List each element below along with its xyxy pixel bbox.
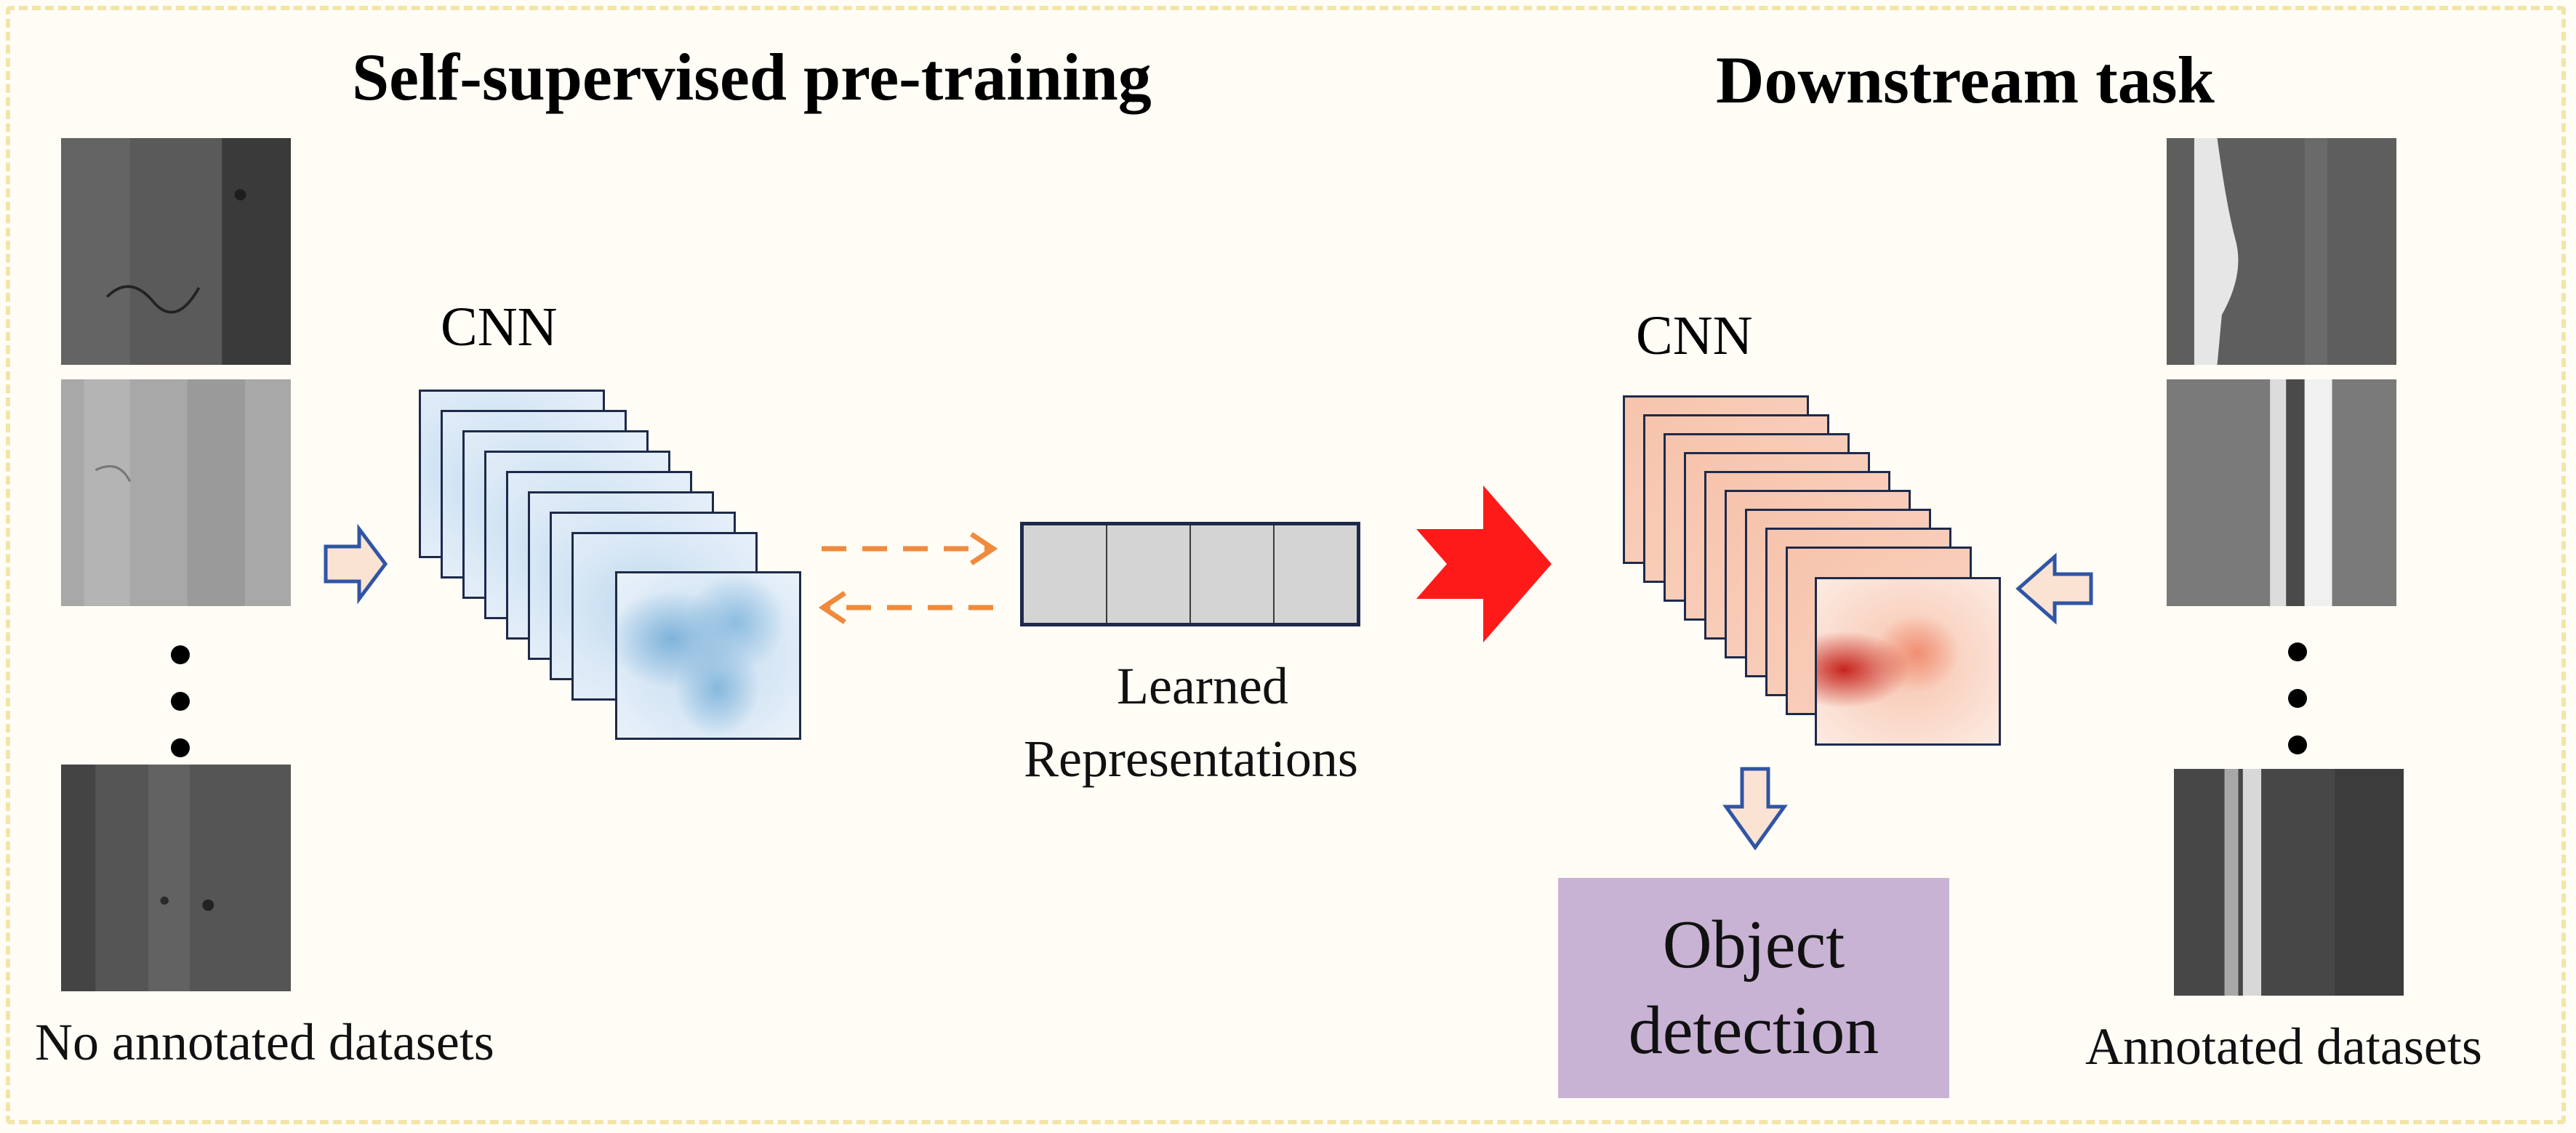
- input-block-arrow-right: [2015, 552, 2093, 625]
- object-detection-box: Object detection: [1558, 878, 1949, 1098]
- cnn-label-left: CNN: [441, 297, 558, 358]
- annotated-sample-3: [2174, 769, 2404, 996]
- detection-line2: detection: [1628, 992, 1879, 1068]
- no-annotated-datasets-label: No annotated datasets: [35, 1013, 494, 1071]
- unlabeled-sample-3: [61, 765, 291, 991]
- vector-cell: [1107, 525, 1191, 623]
- detection-line1: Object: [1662, 907, 1845, 983]
- transfer-arrow: [1416, 485, 1552, 642]
- dashed-border: [6, 6, 2566, 1124]
- learned-label-line1: Learned: [1117, 657, 1288, 715]
- cnn-label-right: CNN: [1636, 305, 1753, 366]
- learned-representation-vector: [1020, 522, 1360, 626]
- feature-map-front: [615, 571, 801, 740]
- vector-cell: [1024, 525, 1107, 623]
- input-block-arrow-left: [324, 523, 388, 605]
- feature-map-front: [1815, 577, 2001, 746]
- pretraining-title: Self-supervised pre-training: [352, 40, 1152, 114]
- more-samples-ellipsis-left: [166, 645, 195, 785]
- annotated-sample-2: [2167, 379, 2396, 606]
- learned-label-line2: Representations: [1024, 730, 1358, 788]
- unlabeled-sample-2: [61, 379, 291, 606]
- unlabeled-sample-1: [61, 138, 291, 365]
- output-block-arrow-down: [1722, 767, 1788, 851]
- vector-cell: [1191, 525, 1275, 623]
- annotated-datasets-label: Annotated datasets: [2085, 1017, 2482, 1076]
- dashed-arrow-forward: [822, 532, 998, 565]
- downstream-title: Downstream task: [1716, 43, 2215, 117]
- more-samples-ellipsis-right: [2283, 642, 2312, 782]
- dashed-arrow-backward: [818, 591, 993, 624]
- annotated-sample-1: [2167, 138, 2396, 365]
